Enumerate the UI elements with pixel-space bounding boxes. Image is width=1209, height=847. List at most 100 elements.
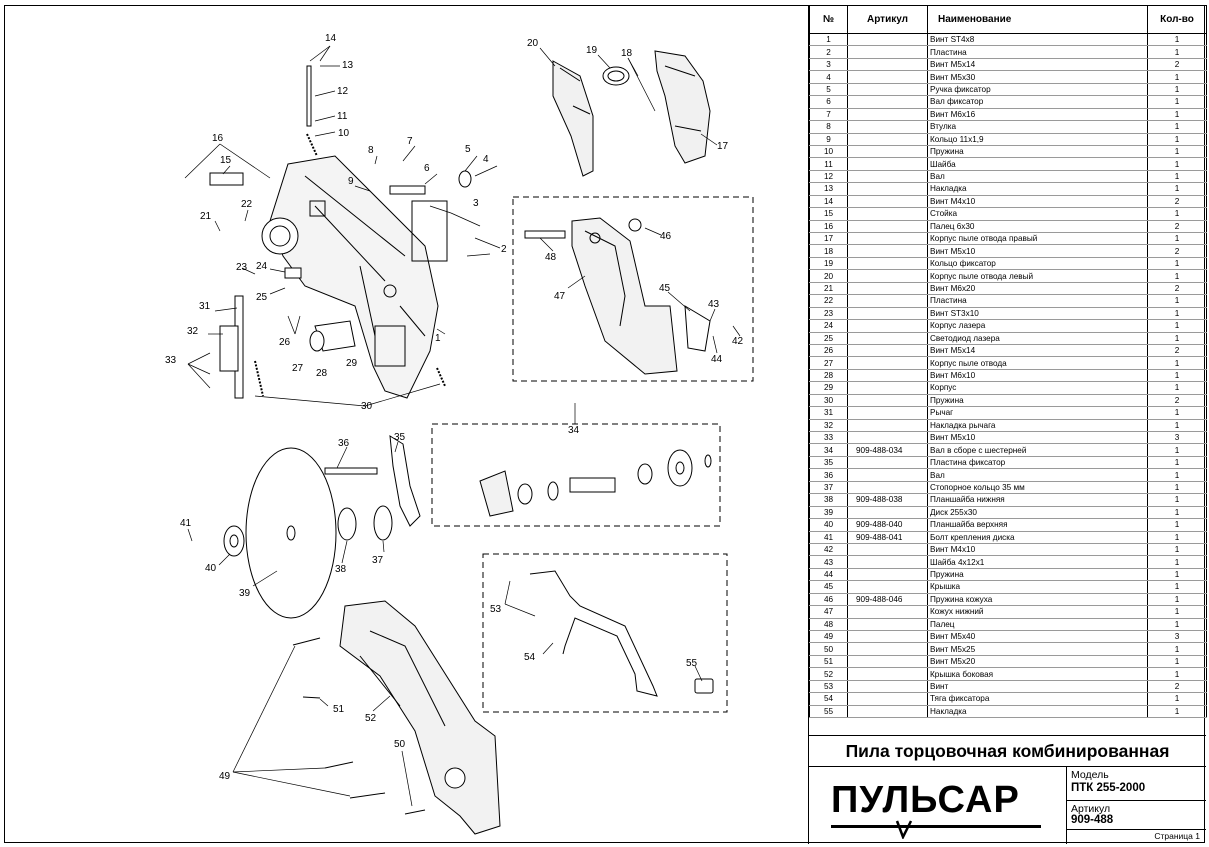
- row-number: 45: [809, 580, 848, 594]
- logo-underline: [831, 825, 1041, 828]
- row-number: 22: [809, 294, 848, 308]
- row-qty: 1: [1147, 406, 1207, 420]
- row-article: [847, 282, 928, 296]
- article-box: Артикул 909-488: [1067, 801, 1206, 830]
- article-value: 909-488: [1071, 814, 1114, 826]
- callout-18: 18: [621, 48, 633, 59]
- row-article: [847, 157, 928, 171]
- model-label: Модель: [1071, 769, 1109, 781]
- row-qty: 1: [1147, 692, 1207, 706]
- row-name: Винт M5x14: [927, 344, 1148, 358]
- article-label: Артикул: [1071, 803, 1111, 815]
- screw-51: [302, 696, 321, 699]
- guard-spring: [628, 218, 642, 232]
- row-number: 3: [809, 58, 848, 72]
- row-number: 19: [809, 257, 848, 271]
- row-qty: 1: [1147, 232, 1207, 246]
- row-article: [847, 369, 928, 383]
- row-number: 50: [809, 642, 848, 656]
- shaft-36: [324, 467, 378, 475]
- row-article: [847, 70, 928, 84]
- fixing-plate: [389, 435, 421, 527]
- row-qty: 1: [1147, 45, 1207, 59]
- row-name: Корпус пыле отвода левый: [927, 269, 1148, 283]
- callout-55: 55: [686, 658, 698, 669]
- subassembly-box-shaft: [431, 423, 721, 527]
- screw-50: [404, 809, 426, 815]
- row-number: 29: [809, 381, 848, 395]
- row-number: 21: [809, 282, 848, 296]
- row-article: [847, 655, 928, 669]
- row-article: 909-488-040: [847, 518, 928, 532]
- row-name: Винт M5x30: [927, 70, 1148, 84]
- row-name: Шайба 4x12x1: [927, 555, 1148, 569]
- row-number: 11: [809, 157, 848, 171]
- callout-9: 9: [348, 176, 354, 187]
- row-qty: 1: [1147, 108, 1207, 122]
- row-article: [847, 220, 928, 234]
- upper-flange: [223, 525, 245, 557]
- row-name: Винт M5x20: [927, 655, 1148, 669]
- row-number: 25: [809, 332, 848, 345]
- row-number: 24: [809, 319, 848, 333]
- callout-5: 5: [465, 144, 471, 155]
- dust-chute-right: [654, 50, 711, 164]
- parts-table-header: № Артикул Наименование Кол-во: [809, 5, 1207, 34]
- logo-box: ПУЛЬСАР: [809, 767, 1067, 844]
- row-number: 44: [809, 568, 848, 582]
- callout-53: 53: [490, 604, 502, 615]
- callout-52: 52: [365, 713, 377, 724]
- row-qty: 1: [1147, 518, 1207, 532]
- row-number: 49: [809, 630, 848, 644]
- row-qty: 1: [1147, 667, 1207, 681]
- row-qty: 1: [1147, 170, 1207, 184]
- row-article: [847, 692, 928, 706]
- row-article: [847, 680, 928, 694]
- row-number: 40: [809, 518, 848, 532]
- row-number: 34: [809, 443, 848, 457]
- lock-knob-5: [458, 170, 472, 188]
- spring-30a: [254, 360, 264, 397]
- row-number: 55: [809, 705, 848, 719]
- subassembly-box-guard: [512, 196, 754, 382]
- row-qty: 2: [1147, 344, 1207, 358]
- callout-36: 36: [338, 438, 350, 449]
- row-number: 30: [809, 394, 848, 408]
- row-qty: 1: [1147, 207, 1207, 221]
- row-qty: 1: [1147, 593, 1207, 607]
- row-qty: 1: [1147, 531, 1207, 544]
- circlip-35: [373, 505, 393, 541]
- row-number: 33: [809, 431, 848, 445]
- row-article: [847, 45, 928, 59]
- upper-flange-hole: [229, 534, 239, 548]
- row-qty: 1: [1147, 468, 1207, 482]
- row-qty: 1: [1147, 481, 1207, 495]
- row-name: Корпус лазера: [927, 319, 1148, 333]
- row-name: Винт ST3x10: [927, 307, 1148, 321]
- callout-23: 23: [236, 262, 248, 273]
- callout-38: 38: [335, 564, 347, 575]
- row-name: Винт M5x10: [927, 244, 1148, 258]
- col-header-qty: Кол-во: [1147, 5, 1207, 34]
- row-article: [847, 605, 928, 619]
- row-name: Винт M6x16: [927, 108, 1148, 122]
- row-number: 4: [809, 70, 848, 84]
- dust-outlet-end: [309, 330, 325, 352]
